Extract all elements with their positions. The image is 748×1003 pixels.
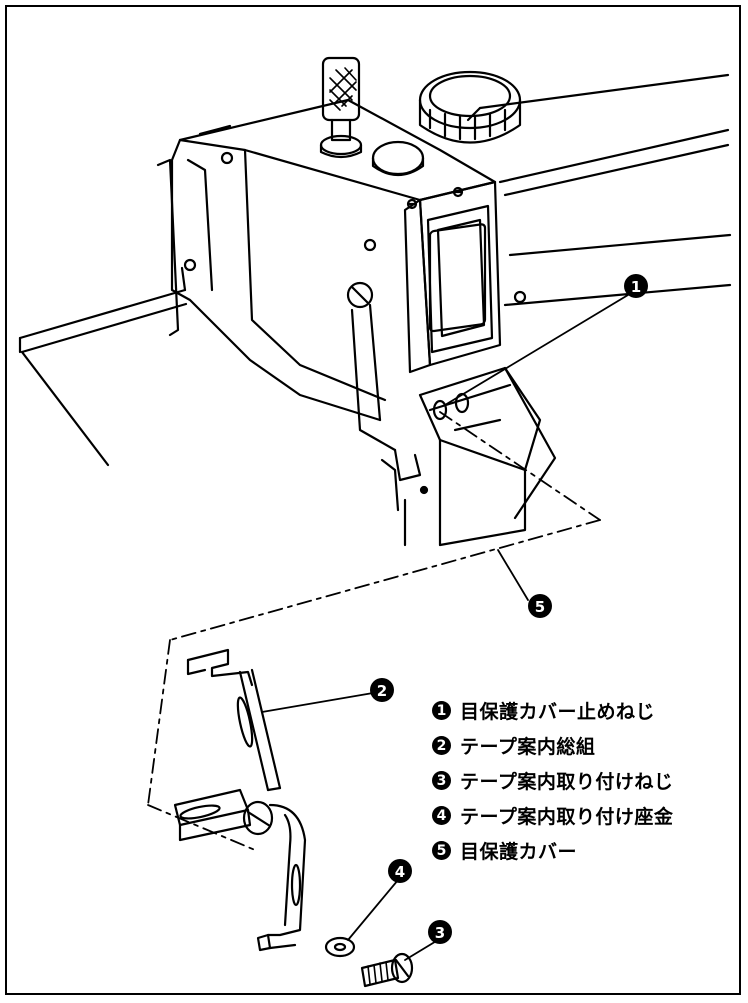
thread-stand-knob — [319, 56, 363, 159]
machine-arm — [466, 73, 732, 307]
tension-knob — [418, 70, 522, 144]
screw-icon — [360, 952, 414, 988]
legend-number: 3 — [432, 771, 451, 790]
legend-number: 2 — [432, 736, 451, 755]
eye-protection-cover — [418, 366, 557, 547]
callout-4: 4 — [388, 859, 412, 883]
legend-label: テープ案内総組 — [460, 736, 596, 758]
svg-text:5: 5 — [535, 598, 545, 616]
legend-number: 1 — [432, 701, 451, 720]
legend-label: 目保護カバー止めねじ — [460, 701, 656, 723]
leader-lines — [261, 294, 629, 961]
machine-head — [156, 98, 527, 422]
legend-item: 1 目保護カバー止めねじ — [432, 693, 742, 728]
washer-icon — [324, 936, 356, 958]
machine-table — [18, 266, 188, 467]
parts-legend: 1 目保護カバー止めねじ 2 テープ案内総組 3 テープ案内取り付けねじ 4 テ… — [432, 693, 742, 868]
needle-bar — [346, 281, 429, 547]
legend-item: 2 テープ案内総組 — [432, 728, 742, 763]
assembly-guide-lines — [147, 411, 601, 851]
figure-border — [5, 5, 741, 995]
callout-3: 3 — [428, 920, 452, 944]
svg-text:2: 2 — [377, 682, 387, 700]
tape-guide-bracket — [173, 648, 307, 952]
svg-text:4: 4 — [395, 863, 405, 881]
legend-item: 3 テープ案内取り付けねじ — [432, 763, 742, 798]
legend-number: 5 — [432, 841, 451, 860]
legend-label: テープ案内取り付け座金 — [460, 806, 674, 828]
legend-label: テープ案内取り付けねじ — [460, 771, 674, 793]
legend-label: 目保護カバー — [460, 841, 578, 863]
callout-5: 5 — [528, 594, 552, 618]
top-cap — [371, 140, 425, 176]
callout-2: 2 — [370, 678, 394, 702]
svg-text:1: 1 — [631, 278, 641, 296]
legend-number: 4 — [432, 806, 451, 825]
legend-item: 5 目保護カバー — [432, 833, 742, 868]
legend-item: 4 テープ案内取り付け座金 — [432, 798, 742, 833]
callout-1: 1 — [624, 274, 648, 298]
svg-text:3: 3 — [435, 924, 445, 942]
